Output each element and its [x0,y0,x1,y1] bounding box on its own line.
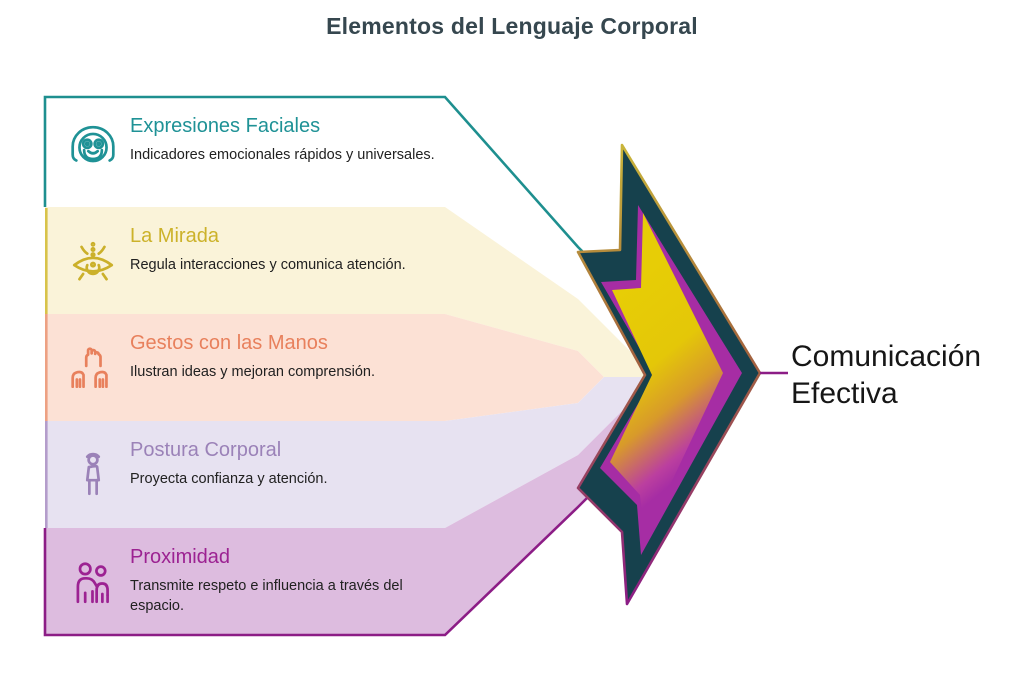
list-item-postura-corporal: Postura Corporal Proyecta confianza y at… [58,421,453,528]
list-item-proximidad: Proximidad Transmite respeto e influenci… [58,528,453,635]
hands-icon [71,347,108,389]
row-description: Proyecta confianza y atención. [130,471,328,487]
band-proximidad [45,377,708,635]
result-line1: Comunicación [791,340,982,373]
row-description: Ilustran ideas y mejoran comprensión. [130,364,376,380]
row-title: Expresiones Faciales [130,115,321,137]
row-description: Regula interacciones y comunica atención… [130,257,406,273]
row-description: Indicadores emocionales rápidos y univer… [130,147,435,163]
people-icon [76,562,109,604]
face-icon [71,125,115,163]
person-icon [85,452,101,496]
row-description: Transmite respeto e influencia a través … [130,578,403,614]
result-label: Comunicación Efectiva [791,339,1021,413]
arrow-gradient-layer [610,213,723,538]
list-item-la-mirada: La Mirada Regula interacciones y comunic… [58,207,453,314]
band-la-mirada [45,207,656,377]
result-line2: Efectiva [791,376,898,410]
row-title: Postura Corporal [130,439,282,461]
row-title: Gestos con las Manos [130,332,328,354]
list-item-expresiones-faciales: Expresiones Faciales Indicadores emocion… [58,97,453,204]
band-postura-corporal [45,377,656,528]
page-title: Elementos del Lenguaje Corporal [326,13,698,39]
eye-icon [72,241,114,281]
row-title: La Mirada [130,225,219,247]
band-gestos-manos [45,314,604,421]
band-expresiones-faciales [45,97,708,377]
row-title: Proximidad [130,546,231,568]
list-item-gestos-manos: Gestos con las Manos Ilustran ideas y me… [58,314,453,421]
